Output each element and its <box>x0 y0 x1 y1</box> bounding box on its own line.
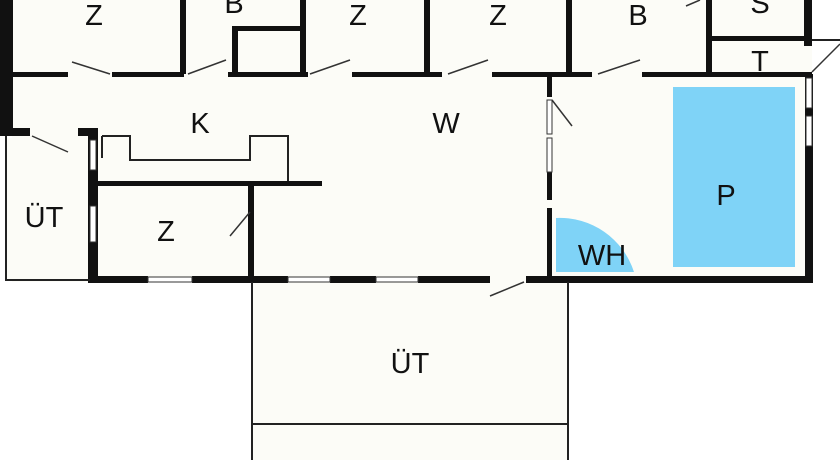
door-b1 <box>187 59 227 75</box>
wall-z4-right <box>248 183 254 282</box>
wall-w-pool-3 <box>547 208 552 280</box>
wall-left-upper <box>0 0 13 132</box>
door-pool <box>551 99 573 127</box>
door-s <box>685 0 701 7</box>
door-t <box>811 43 840 73</box>
room-label-whirlpool: WH <box>578 240 626 272</box>
door-terrace-bottom <box>489 281 525 297</box>
wall-row-bottom-1 <box>12 72 68 77</box>
wall-bottom-5 <box>526 276 813 283</box>
wall-row-bottom-6 <box>642 72 812 77</box>
window-bottom-2 <box>287 276 331 283</box>
wall-z3-b2 <box>566 0 572 74</box>
window-bottom-1 <box>147 276 193 283</box>
wall-left-step <box>0 128 30 136</box>
wall-row-bottom-3 <box>228 72 308 77</box>
room-label-terrace-left: ÜT <box>25 202 64 234</box>
door-terrace-left <box>31 135 69 153</box>
wall-bottom-2 <box>192 276 288 283</box>
room-label-kitchen: K <box>190 108 210 140</box>
whirlpool-shape <box>556 217 634 272</box>
wall-b1-z2 <box>300 0 306 74</box>
wall-right <box>805 74 813 282</box>
window-left-inner-2 <box>89 139 97 171</box>
room-label-bathroom-1: B <box>224 0 243 20</box>
terrace-left-outline <box>5 136 90 281</box>
window-left-inner <box>89 205 97 243</box>
door-b2 <box>597 59 641 75</box>
wall-right-upper <box>804 0 812 46</box>
window-right-2 <box>805 115 813 147</box>
wall-left-step-2 <box>78 128 98 136</box>
wall-bottom-4 <box>418 276 490 283</box>
room-label-bedroom-4: Z <box>157 216 175 248</box>
room-label-bedroom-2: Z <box>349 0 367 32</box>
wall-bottom-1 <box>88 276 148 283</box>
room-label-bathroom-2: B <box>628 0 647 32</box>
window-bottom-3 <box>375 276 419 283</box>
door-z3 <box>447 59 489 75</box>
room-label-sauna: S <box>750 0 769 20</box>
room-label-toilet: T <box>751 46 769 78</box>
wall-bottom-3 <box>330 276 376 283</box>
wall-s-t <box>708 36 812 41</box>
wall-b1-notch-top <box>232 26 304 31</box>
terrace-bottom-floor <box>252 282 568 460</box>
wall-z1-b1 <box>180 0 186 74</box>
terrace-left-floor <box>6 138 96 280</box>
door-z2 <box>309 59 351 75</box>
room-label-living: W <box>432 108 460 140</box>
room-label-terrace-bottom: ÜT <box>391 348 430 380</box>
room-label-bedroom-3: Z <box>489 0 507 32</box>
wall-z2-z3 <box>424 0 430 74</box>
kitchen-counter <box>102 135 289 181</box>
wall-row-bottom-4 <box>352 72 442 77</box>
wall-w-pool-2 <box>547 172 552 200</box>
wall-w-pool-1 <box>547 77 552 97</box>
wall-b1-notch <box>232 27 238 74</box>
wall-row-bottom-5 <box>492 72 592 77</box>
wall-k-lower <box>96 181 322 186</box>
door-z4 <box>229 211 251 237</box>
room-label-bedroom-1: Z <box>85 0 103 32</box>
room-label-pool: P <box>716 180 735 212</box>
door-z1 <box>71 61 111 75</box>
window-partition-2 <box>546 137 553 173</box>
wall-row-bottom-2 <box>112 72 184 77</box>
window-right-1 <box>805 77 813 109</box>
window-partition-1 <box>546 99 553 135</box>
pool <box>673 87 795 267</box>
